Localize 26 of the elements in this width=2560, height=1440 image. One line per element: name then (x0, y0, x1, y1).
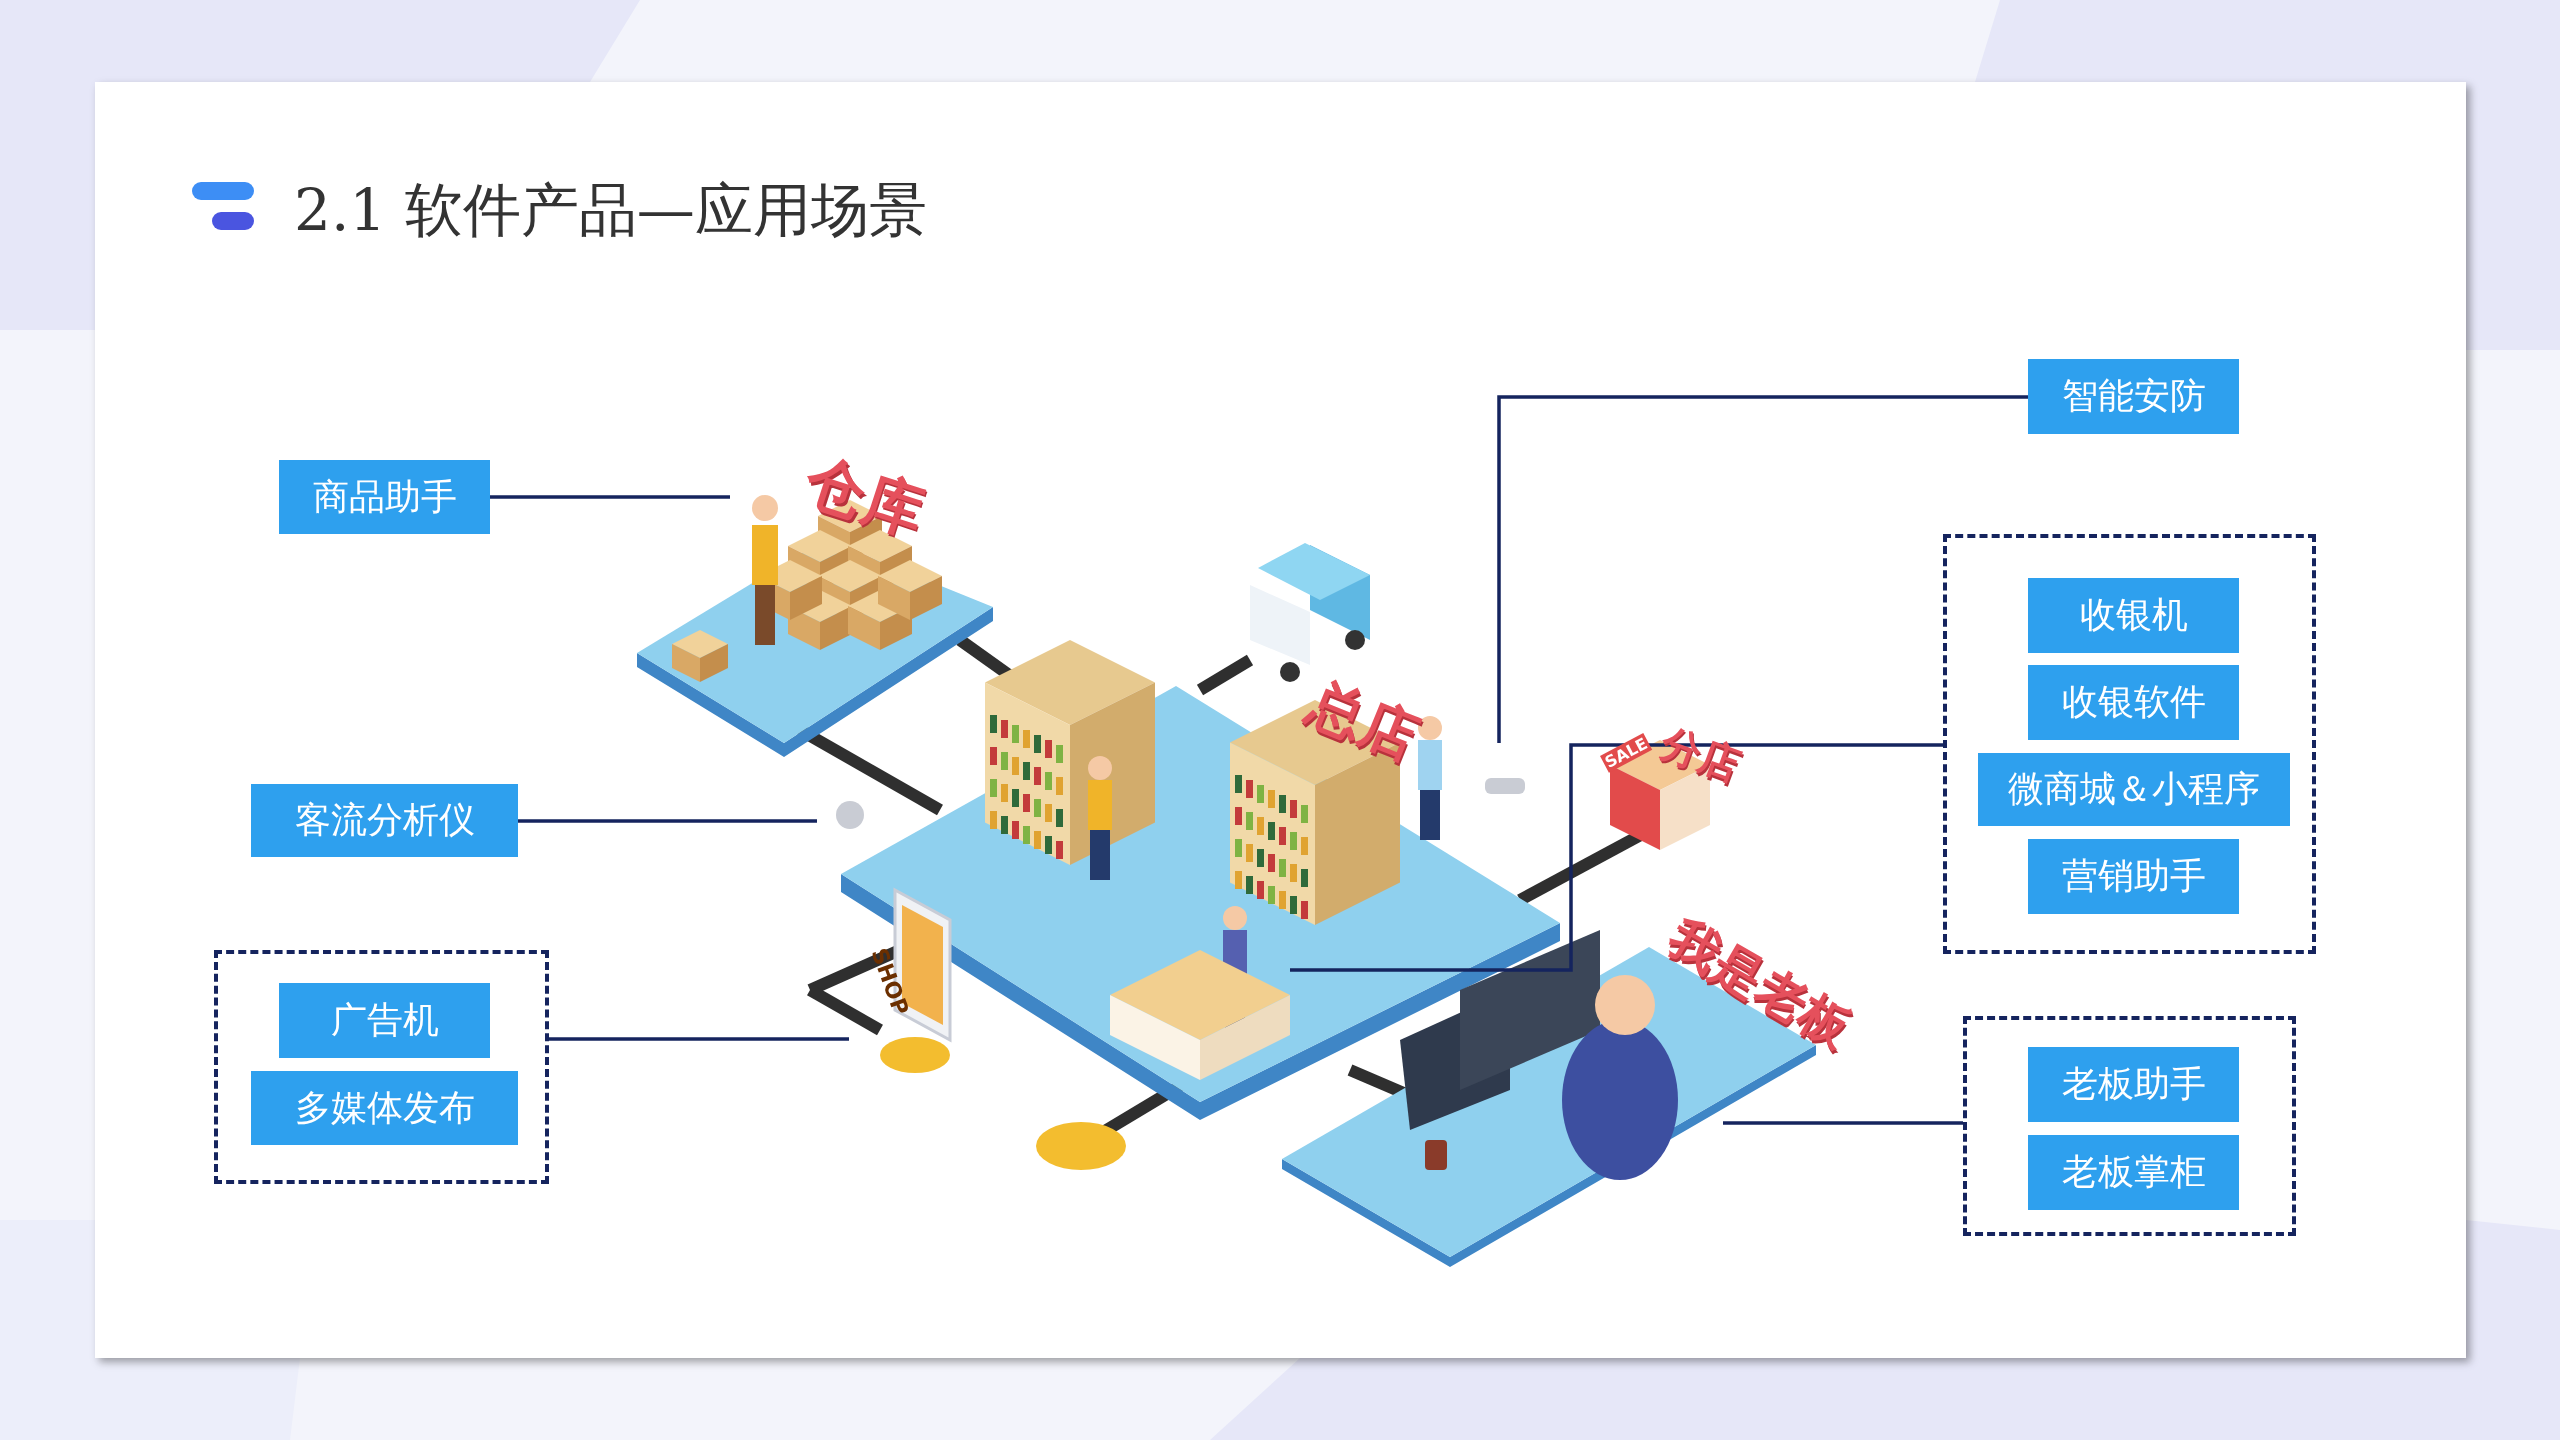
leader-line (549, 1037, 849, 1041)
shop-sign-text: SHOP (866, 945, 914, 1019)
dashed-group-frame (1943, 534, 2316, 954)
feature-box: 广告机 (279, 983, 490, 1058)
feature-box: 微商城＆小程序 (1978, 753, 2290, 826)
sign-text: 仓库 (796, 442, 934, 550)
leader-line (518, 819, 817, 823)
sign-text: 我是老板 (1658, 907, 1863, 1061)
feature-box: 商品助手 (279, 460, 490, 534)
feature-box: 客流分析仪 (251, 784, 518, 857)
leader-line (1497, 395, 2028, 743)
sign-text: 总店 (1298, 667, 1429, 773)
feature-box: 老板助手 (2028, 1047, 2239, 1122)
leader-line (1723, 1121, 1963, 1125)
title: 2.1 软件产品—应用场景 (294, 175, 927, 246)
feature-box: 智能安防 (2028, 359, 2239, 434)
dashed-group-frame (214, 950, 549, 1184)
dashed-group-frame (1963, 1016, 2296, 1236)
feature-box: 营销助手 (2028, 839, 2239, 914)
leader-line (490, 495, 730, 499)
feature-box: 收银软件 (2028, 665, 2239, 740)
leader-line (1290, 743, 1943, 972)
feature-box: 收银机 (2028, 578, 2239, 653)
feature-box: 多媒体发布 (251, 1071, 518, 1145)
feature-box: 老板掌柜 (2028, 1135, 2239, 1210)
sign-text: 分店 (1653, 717, 1747, 792)
